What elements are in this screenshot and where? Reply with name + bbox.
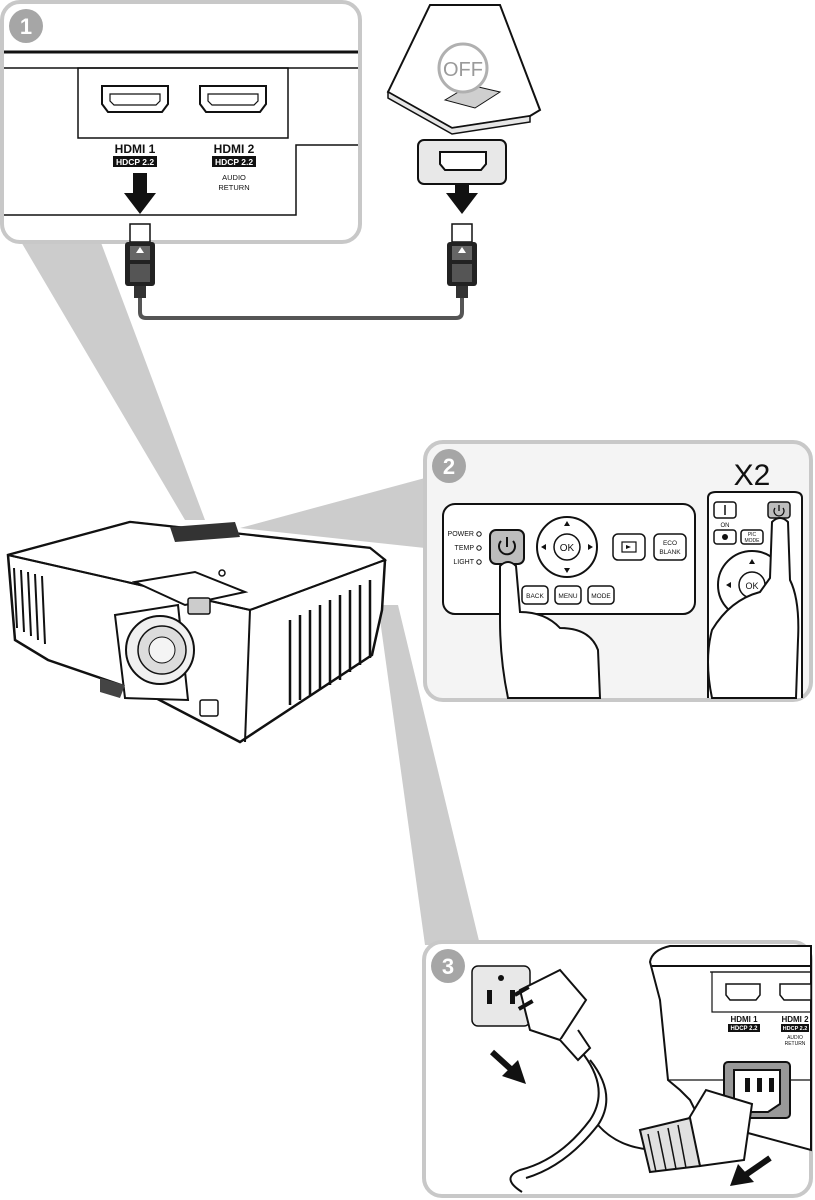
step-badge bbox=[431, 949, 465, 983]
indicator-led-icon bbox=[476, 531, 482, 537]
remote-pic-mode-button[interactable] bbox=[740, 529, 764, 545]
source-icon bbox=[626, 545, 631, 549]
right-arrow-icon bbox=[588, 544, 593, 550]
mode-button[interactable] bbox=[587, 585, 615, 605]
laptop-icon bbox=[386, 4, 542, 135]
step-number: 1 bbox=[20, 14, 32, 39]
hand-icon bbox=[499, 561, 602, 699]
menu-button[interactable] bbox=[554, 585, 582, 605]
remote-power-button[interactable] bbox=[767, 501, 791, 519]
hdcp-badge: HDCP 2.2 bbox=[731, 1026, 759, 1032]
indicator-label: POWER bbox=[448, 531, 474, 538]
port-note: RETURN bbox=[218, 183, 249, 192]
down-arrow-icon bbox=[124, 173, 156, 214]
eco-blank-label: BLANK bbox=[659, 549, 681, 556]
hand-icon bbox=[707, 517, 800, 699]
source-button[interactable] bbox=[612, 533, 646, 561]
step1-panel bbox=[0, 0, 362, 244]
left-arrow-icon bbox=[726, 582, 731, 588]
navigation-pad[interactable] bbox=[536, 516, 598, 578]
remote-pic-mode-label: PIC bbox=[748, 532, 757, 538]
left-arrow-icon bbox=[541, 544, 546, 550]
hdmi-plug-icon bbox=[447, 223, 477, 298]
hdcp-badge: HDCP 2.2 bbox=[215, 157, 253, 167]
remote-ok-label: OK bbox=[745, 581, 758, 591]
iec-connector-icon bbox=[638, 1088, 754, 1174]
projector-icon bbox=[6, 520, 388, 744]
wall-outlet-icon bbox=[471, 965, 531, 1027]
arrow-icon bbox=[730, 1155, 772, 1186]
step-number: 3 bbox=[442, 954, 454, 979]
hdmi-cable bbox=[138, 298, 464, 320]
hdmi-port-icon bbox=[199, 85, 267, 113]
mode-button-label: MODE bbox=[591, 593, 611, 600]
port-label: HDMI 1 bbox=[730, 1015, 758, 1024]
step-number: 2 bbox=[443, 454, 455, 479]
indicator-led-icon bbox=[476, 559, 482, 565]
port-note: AUDIO bbox=[222, 173, 246, 182]
remote-pic-mode-label: MODE bbox=[745, 538, 761, 544]
back-button[interactable] bbox=[521, 585, 549, 605]
step-badge bbox=[9, 9, 43, 43]
callout-wedge-step2 bbox=[240, 478, 425, 548]
port-note: AUDIO bbox=[787, 1035, 803, 1041]
port-note: RETURN bbox=[785, 1041, 806, 1047]
hdcp-badge: HDCP 2.2 bbox=[116, 157, 154, 167]
back-button-label: BACK bbox=[526, 593, 544, 600]
hdmi-plug-icon bbox=[125, 223, 155, 298]
power-button[interactable] bbox=[489, 529, 525, 565]
laptop-hdmi-port bbox=[417, 139, 507, 185]
remote-on-label: ON bbox=[721, 523, 730, 529]
callout-wedge-step1 bbox=[20, 240, 205, 520]
eco-blank-button[interactable] bbox=[653, 533, 687, 561]
menu-button-label: MENU bbox=[558, 593, 577, 600]
hdmi-port-icon bbox=[101, 85, 169, 113]
indicator-label: LIGHT bbox=[453, 559, 474, 566]
multiplier-label: X2 bbox=[734, 459, 771, 492]
up-arrow-icon bbox=[749, 559, 755, 564]
power-icon bbox=[773, 507, 785, 517]
callout-wedge-step3 bbox=[378, 605, 480, 945]
up-arrow-icon bbox=[564, 521, 570, 526]
port-label: HDMI 2 bbox=[214, 142, 255, 156]
laptop-state-label: OFF bbox=[443, 59, 483, 81]
step-badge bbox=[432, 449, 466, 483]
indicator-led-icon bbox=[476, 545, 482, 551]
down-arrow-icon bbox=[564, 568, 570, 573]
indicator-label: TEMP bbox=[455, 545, 475, 552]
light-icon bbox=[722, 534, 728, 540]
eco-blank-label: ECO bbox=[663, 540, 677, 547]
power-icon bbox=[498, 540, 516, 556]
port-label: HDMI 2 bbox=[781, 1015, 809, 1024]
port-label: HDMI 1 bbox=[115, 142, 156, 156]
ok-button[interactable]: OK bbox=[560, 543, 575, 554]
hdcp-badge: HDCP 2.2 bbox=[783, 1026, 808, 1032]
power-plug-icon bbox=[513, 968, 592, 1062]
arrow-icon bbox=[489, 1049, 526, 1084]
